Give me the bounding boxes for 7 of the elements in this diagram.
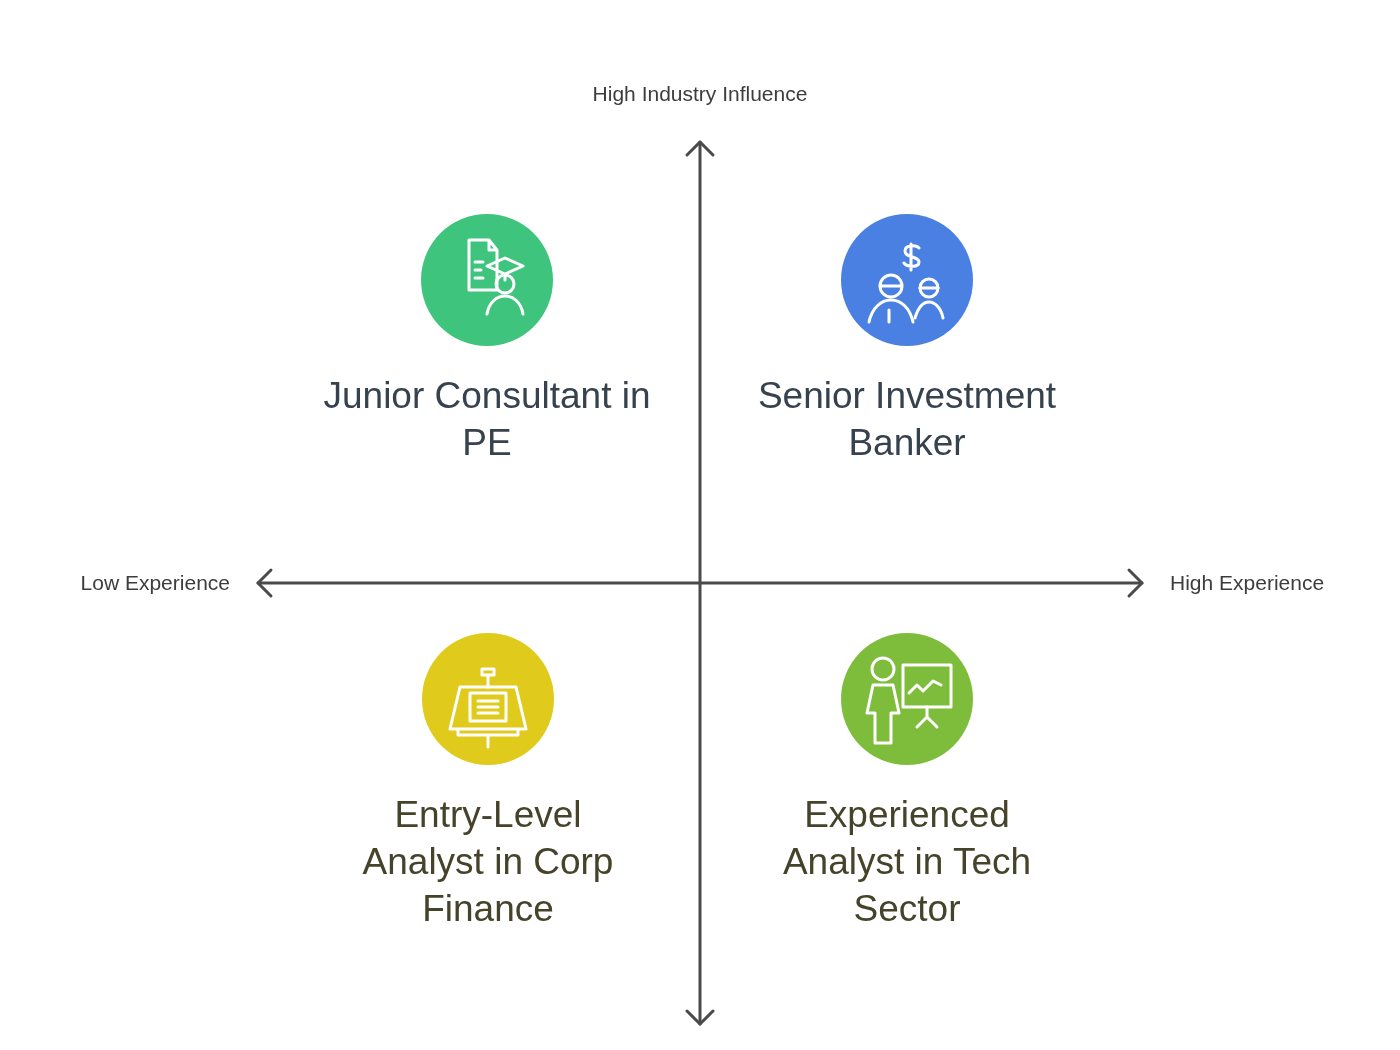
axis-label: High Industry Influence bbox=[592, 82, 808, 106]
axis-label: High Experience bbox=[1170, 571, 1325, 595]
quadrant-title: Experienced Analyst in Tech Sector bbox=[781, 793, 1033, 931]
quadrant-title: Entry-Level Analyst in Corp Finance bbox=[361, 793, 615, 931]
axis-label: Low Experience bbox=[80, 571, 230, 595]
quadrant-title: Senior Investment Banker bbox=[756, 374, 1058, 465]
quadrant-title: Junior Consultant in PE bbox=[322, 374, 652, 465]
